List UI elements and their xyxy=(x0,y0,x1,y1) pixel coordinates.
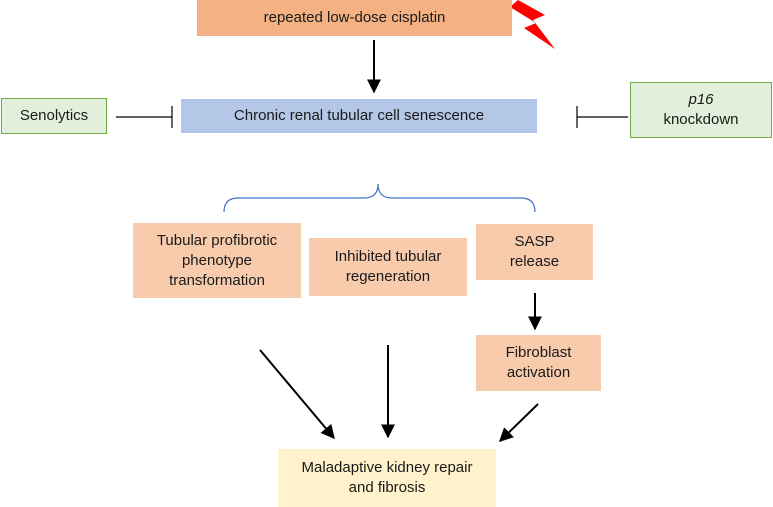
inhibited-line1: Inhibited tubular xyxy=(334,248,442,265)
sasp-release-box: SASP release xyxy=(476,224,593,280)
lightning-bolt-icon xyxy=(510,0,555,49)
curly-bracket xyxy=(223,183,536,213)
profibrotic-line1: Tubular profibrotic xyxy=(156,231,278,249)
inhibited-regeneration-box: Inhibited tubular regeneration xyxy=(309,238,467,296)
inhibit-p16-knockdown xyxy=(576,106,628,128)
p16-gene-label: p16 xyxy=(688,91,714,108)
maladaptive-line2: and fibrosis xyxy=(348,479,426,496)
senescence-box: Chronic renal tubular cell senescence xyxy=(181,99,537,133)
senolytics-box: Senolytics xyxy=(1,98,107,134)
arrow-profibrotic-to-fibrosis xyxy=(259,349,335,440)
sasp-line1: SASP xyxy=(514,233,555,250)
fibroblast-line2: activation xyxy=(506,364,571,381)
arrow-fibroblast-to-fibrosis xyxy=(498,403,539,442)
inhibit-senolytics xyxy=(116,106,173,128)
fibroblast-line1: Fibroblast xyxy=(505,344,572,361)
cisplatin-label: repeated low-dose cisplatin xyxy=(263,9,446,26)
cisplatin-box: repeated low-dose cisplatin xyxy=(197,0,512,36)
p16-knockdown-box: p16 knockdown xyxy=(630,82,772,138)
profibrotic-line3: transformation xyxy=(169,271,265,289)
profibrotic-box: Tubular profibrotic phenotype transforma… xyxy=(133,223,301,298)
fibroblast-activation-box: Fibroblast activation xyxy=(476,335,601,391)
p16-action-label: knockdown xyxy=(663,111,739,128)
maladaptive-line1: Maladaptive kidney repair xyxy=(301,459,473,476)
maladaptive-repair-box: Maladaptive kidney repair and fibrosis xyxy=(278,449,496,507)
inhibited-line2: regeneration xyxy=(345,268,431,285)
senolytics-label: Senolytics xyxy=(19,107,89,124)
profibrotic-line2: phenotype xyxy=(181,251,253,269)
sasp-line2: release xyxy=(509,253,560,270)
senescence-label: Chronic renal tubular cell senescence xyxy=(233,107,485,124)
